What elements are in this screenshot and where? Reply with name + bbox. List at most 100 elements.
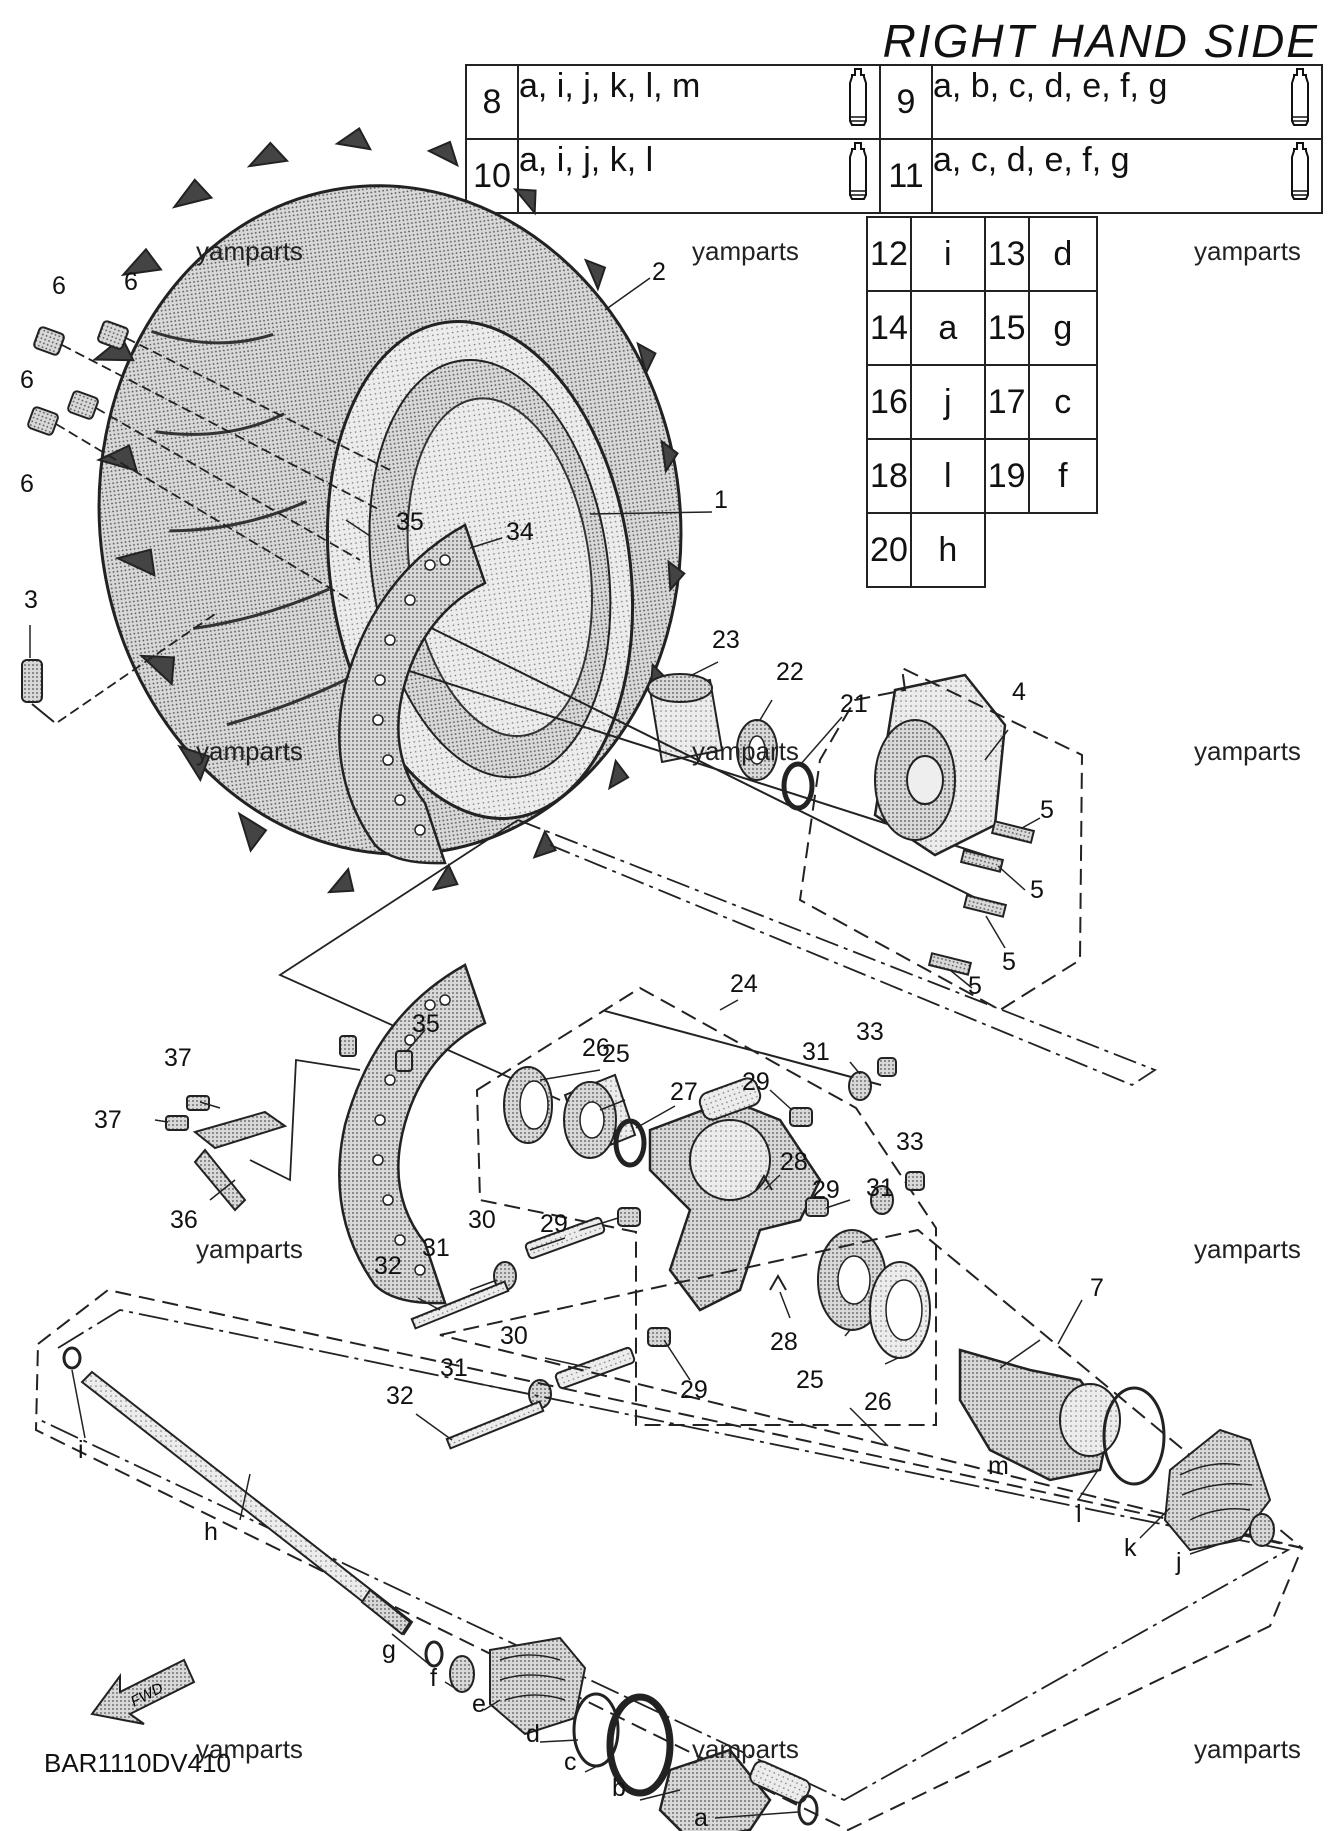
callout-label: 33	[896, 1128, 924, 1156]
bracket	[192, 1110, 288, 1212]
watermark: yamparts	[196, 736, 303, 766]
circlip	[62, 1346, 444, 1668]
table-row: 16 j 17 c	[866, 364, 1099, 440]
callout-label: k	[1124, 1534, 1137, 1562]
ref-number: 8	[465, 64, 519, 140]
callout-label: b	[612, 1774, 626, 1802]
ref-number: 19	[983, 438, 1030, 514]
grease-points: a, i, j, k, l, m	[519, 66, 701, 105]
ref-number: 13	[983, 216, 1030, 292]
callout-label: 31	[802, 1038, 830, 1066]
callout-label: 35	[412, 1010, 440, 1038]
watermark: yamparts	[196, 1234, 303, 1264]
wheel-nut-group	[27, 320, 129, 436]
callout-label: 32	[386, 1382, 414, 1410]
cv-joint	[658, 1748, 811, 1831]
ref-number: 10	[465, 138, 519, 214]
callout-label: i	[78, 1436, 84, 1464]
grease-points: a, b, c, d, e, f, g	[933, 66, 1168, 105]
callout-label: c	[564, 1748, 577, 1776]
guard-bolt-group	[339, 1035, 413, 1072]
ref-number: 18	[866, 438, 912, 514]
oil-seal	[869, 1261, 931, 1359]
callout-label: 21	[840, 690, 868, 718]
callout-label: 5	[1030, 876, 1044, 904]
grease-tube-icon	[1289, 141, 1311, 212]
callout-label: 32	[374, 1252, 402, 1280]
callout-label: 31	[440, 1354, 468, 1382]
knuckle	[648, 1077, 822, 1312]
callout-label: m	[988, 1452, 1009, 1480]
boot-band	[606, 1693, 674, 1797]
callout-label: 28	[780, 1148, 808, 1176]
watermark: yamparts	[1194, 1734, 1301, 1764]
callout-label: 1	[714, 486, 728, 514]
circlip	[797, 1794, 819, 1826]
ref-number: 9	[879, 64, 933, 140]
table-row: 8 a, i, j, k, l, m 9 a, b, c, d, e, f, g	[465, 64, 1323, 140]
callout-label: j	[1175, 1548, 1182, 1576]
callout-label: 26	[582, 1034, 610, 1062]
hub-bolt-group	[927, 820, 1036, 976]
watermark: yamparts	[196, 1734, 303, 1764]
fwd-arrow-icon: FWD	[90, 1658, 196, 1725]
page-title: RIGHT HAND SIDE	[882, 15, 1319, 67]
callout-label: 6	[20, 470, 34, 498]
ref-letter: l	[909, 438, 986, 514]
grease-points: a, i, j, k, l	[519, 140, 654, 179]
table-row: 20 h	[866, 512, 1097, 588]
watermark: yamparts	[1194, 1234, 1301, 1264]
callout-label: l	[1076, 1500, 1082, 1528]
callout-label: 30	[500, 1322, 528, 1350]
callout-label: 35	[396, 508, 424, 536]
ref-number: 20	[866, 512, 912, 588]
table-row: 14 a 15 g	[866, 290, 1099, 366]
callout-label: a	[694, 1804, 708, 1831]
pivot-shaft-group	[524, 1216, 636, 1390]
callout-label: 3	[24, 586, 38, 614]
callout-label: h	[204, 1518, 218, 1546]
watermark: yamparts	[692, 736, 799, 766]
callout-label: 29	[680, 1376, 708, 1404]
callout-label: 28	[770, 1328, 798, 1356]
callout-label: 7	[1090, 1274, 1104, 1302]
callout-label: 31	[866, 1174, 894, 1202]
letter-table: 12 i 13 d 14 a 15 g 16 j 17 c 18 l 19 f …	[866, 216, 1099, 588]
washer	[736, 719, 778, 781]
ref-number: 12	[866, 216, 912, 292]
callout-label: e	[472, 1690, 486, 1718]
callout-label: 29	[742, 1068, 770, 1096]
callout-label: 22	[776, 658, 804, 686]
ref-number: 16	[866, 364, 912, 440]
bearing	[563, 1073, 637, 1159]
ref-number: 11	[879, 138, 933, 214]
wheel-hub	[873, 673, 1007, 857]
callout-label: 4	[1012, 678, 1026, 706]
bracket-bolt-group	[165, 1095, 210, 1131]
callout-label: 5	[1002, 948, 1016, 976]
grease-tube-icon	[1289, 67, 1311, 138]
nut-group	[877, 1057, 925, 1191]
callout-label: 2	[652, 258, 666, 286]
grease-points: a, c, d, e, f, g	[933, 140, 1130, 179]
ref-letter: d	[1027, 216, 1099, 292]
ref-letter: c	[1027, 364, 1099, 440]
callout-label: f	[430, 1664, 437, 1692]
callout-label: g	[382, 1636, 396, 1664]
drive-shaft	[80, 1370, 414, 1636]
ref-letter: i	[909, 216, 986, 292]
callout-label: 6	[20, 366, 34, 394]
circlip	[781, 761, 815, 811]
callout-label: 37	[164, 1044, 192, 1072]
callout-label: 36	[170, 1206, 198, 1234]
circlip	[613, 1118, 647, 1168]
grease-tube-icon	[847, 67, 869, 138]
table-row: 12 i 13 d	[866, 216, 1099, 292]
callout-label: 37	[94, 1106, 122, 1134]
spacer-collar	[647, 673, 724, 764]
table-row: 10 a, i, j, k, l 11 a, c, d, e, f, g	[465, 138, 1323, 214]
oil-seal	[503, 1066, 553, 1144]
callout-label: d	[526, 1720, 540, 1748]
ref-letter: h	[909, 512, 986, 588]
